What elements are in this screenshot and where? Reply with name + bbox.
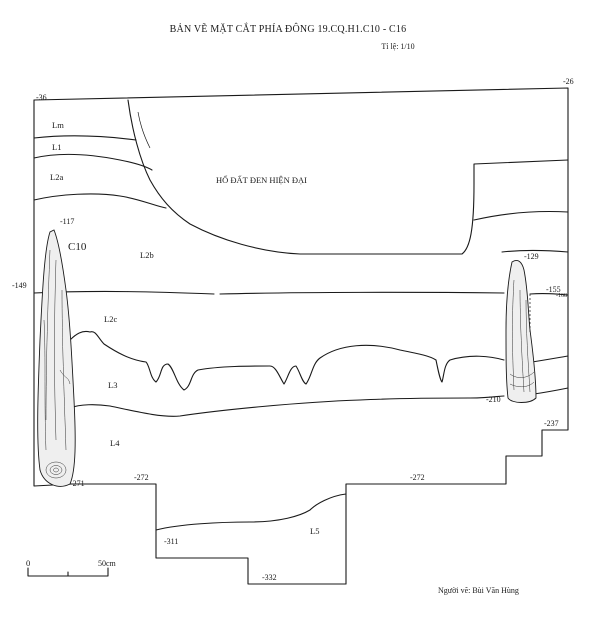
layer-l1-label: L1 <box>52 142 61 152</box>
boundary-l2c-l3-right <box>531 355 569 363</box>
boundary-lm-l1 <box>33 135 137 141</box>
layer-l2b-label: L2b <box>140 250 154 260</box>
pit-inner-line <box>137 111 151 149</box>
depth-117: -117 <box>60 217 74 226</box>
boundary-right-upper <box>473 210 569 221</box>
layer-lm-label: Lm <box>52 120 64 130</box>
depth-271: -271 <box>70 479 85 488</box>
layer-l5-label: L5 <box>310 526 319 536</box>
scale-bar: 0 50cm <box>26 558 117 577</box>
scale-bar-end: 50cm <box>98 559 117 568</box>
depth-272-right: -272 <box>410 473 425 482</box>
post-c10-label: C10 <box>68 241 87 253</box>
depth-168: -168 <box>556 293 567 299</box>
depth-311: -311 <box>164 537 178 546</box>
boundary-l3-l4 <box>69 395 505 417</box>
depth-237: -237 <box>544 419 559 428</box>
drawing-title: BẢN VẼ MẶT CẮT PHÍA ĐÔNG 19.CQ.H1.C10 - … <box>170 22 407 35</box>
modern-pit-outline <box>127 99 569 255</box>
boundary-right-lower <box>501 249 569 253</box>
depth-36: -36 <box>36 93 47 102</box>
depth-129: -129 <box>524 252 539 261</box>
depth-26: -26 <box>563 77 574 86</box>
depth-332: -332 <box>262 573 277 582</box>
post-right-drawing <box>505 259 537 403</box>
layer-l2a-label: L2a <box>50 172 63 182</box>
boundary-l2c-l3 <box>69 330 505 391</box>
author-credit: Người vẽ: Bùi Văn Hùng <box>438 586 519 595</box>
layer-l4-label: L4 <box>110 438 120 448</box>
layer-l2c-label: L2c <box>104 314 117 324</box>
depth-272-left: -272 <box>134 473 149 482</box>
boundary-l2b-l2c-right <box>219 291 505 295</box>
scale-ratio: Tỉ lệ: 1/10 <box>381 42 414 51</box>
post-c10-drawing <box>37 229 76 487</box>
boundary-l1-l2a <box>33 153 153 171</box>
boundary-l2a-l2b <box>33 193 167 209</box>
depth-149: -149 <box>12 281 27 290</box>
scale-bar-start: 0 <box>26 558 30 568</box>
boundary-l2b-l2c-far <box>529 293 569 296</box>
layer-l3-label: L3 <box>108 380 117 390</box>
section-outline <box>33 87 569 585</box>
boundary-l4-l5 <box>155 493 347 531</box>
modern-pit-label: HỐ ĐẤT ĐEN HIỆN ĐẠI <box>216 175 307 185</box>
depth-210: -210 <box>486 395 501 404</box>
depth-155: -155 <box>546 285 561 294</box>
boundary-l3-l4-right <box>533 387 569 395</box>
